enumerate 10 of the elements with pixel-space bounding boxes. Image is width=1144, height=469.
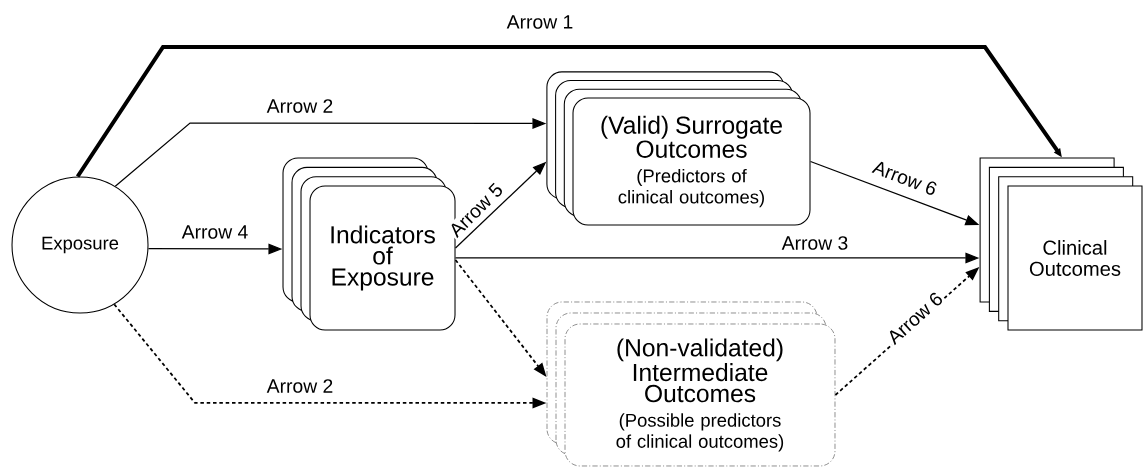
edge-label: Arrow 3 bbox=[779, 234, 851, 252]
edge-label: Arrow 2 bbox=[264, 377, 336, 395]
edge-label: Arrow 4 bbox=[179, 223, 251, 241]
edge-label: Arrow 2 bbox=[264, 97, 336, 115]
edge-label: Arrow 1 bbox=[504, 13, 576, 31]
edge-label: Arrow 6 bbox=[869, 157, 941, 199]
stacked-box: Clinical Outcomes bbox=[979, 157, 1143, 331]
arrow bbox=[75, 45, 1062, 178]
stacked-box: (Valid) Surrogate Outcomes (Predictors of clinical outcomes) bbox=[546, 71, 811, 226]
stacked-box: (Non-validated) Intermediate Outcomes (Possible predictors of clinical outcomes) bbox=[546, 301, 836, 467]
